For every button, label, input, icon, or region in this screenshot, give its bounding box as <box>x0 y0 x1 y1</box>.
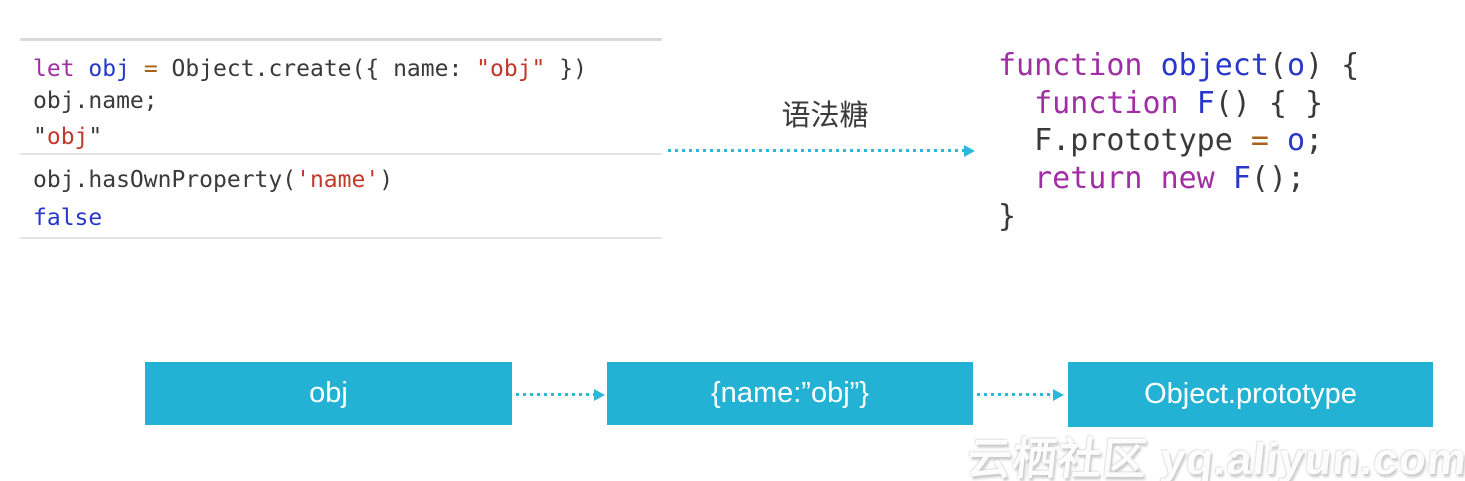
dotted-line <box>516 393 594 396</box>
console-line-obj-name: obj.name; <box>33 89 158 113</box>
code-token: (); <box>1250 161 1306 196</box>
code-token: = <box>143 56 158 82</box>
rightcode-line-3: F.prototype = o; <box>998 125 1323 157</box>
rightcode-line-4: return new F(); <box>998 163 1305 195</box>
node-object-prototype: Object.prototype <box>1068 362 1433 427</box>
chain-arrow-1 <box>516 388 605 401</box>
node-obj: obj <box>145 362 512 425</box>
code-token: "obj" <box>476 56 546 82</box>
code-token <box>1143 48 1161 83</box>
code-token: ) <box>379 167 394 193</box>
node-label: Object.prototype <box>1144 378 1357 410</box>
console-line-input-create: let obj = Object.create({ name: "obj" }) <box>33 57 587 81</box>
code-token: object <box>1160 48 1269 83</box>
code-token: false <box>33 205 103 231</box>
console-line-hasownproperty: obj.hasOwnProperty('name') <box>33 168 393 192</box>
code-token: new <box>1160 161 1215 196</box>
console-line-result-false: false <box>33 206 102 230</box>
code-token <box>1179 86 1197 121</box>
code-token: = <box>1250 123 1269 158</box>
code-token: o <box>1287 48 1306 83</box>
dotted-line <box>977 393 1053 396</box>
code-token: ; <box>1305 123 1324 158</box>
code-token: }) <box>545 56 587 82</box>
code-token: obj <box>46 124 89 150</box>
code-token: ) { <box>1305 48 1360 83</box>
code-token: " <box>33 124 47 150</box>
code-token <box>998 161 1034 196</box>
code-token: let <box>33 56 75 82</box>
console-bottom-divider <box>20 237 662 239</box>
code-token: " <box>88 124 103 150</box>
code-token: function <box>998 48 1143 83</box>
code-token: ( <box>1268 48 1287 83</box>
code-token: obj <box>88 56 130 82</box>
code-token: return <box>1034 161 1143 196</box>
console-mid-divider <box>20 153 662 155</box>
code-token <box>75 56 89 82</box>
code-token: F.prototype <box>998 123 1251 158</box>
code-token: } <box>998 199 1017 234</box>
code-token: F <box>1232 161 1251 196</box>
code-token <box>1269 123 1287 158</box>
code-token: obj.name; <box>33 88 158 114</box>
console-top-divider <box>20 38 662 41</box>
rightcode-line-2: function F() { } <box>998 88 1323 120</box>
arrowhead-icon <box>1053 388 1064 401</box>
code-token: obj.hasOwnProperty( <box>33 167 297 193</box>
code-token <box>1143 161 1161 196</box>
node-name-obj-literal: {name:”obj”} <box>607 362 973 425</box>
rightcode-line-1: function object(o) { <box>998 50 1359 82</box>
dotted-line <box>668 149 964 152</box>
console-line-result-obj: "obj" <box>33 125 102 149</box>
code-token: Object.create({ name: <box>157 56 477 82</box>
code-token <box>998 86 1034 121</box>
node-label: {name:”obj”} <box>711 377 869 409</box>
rightcode-line-5: } <box>998 201 1016 233</box>
arrowhead-icon <box>964 144 975 157</box>
node-label: obj <box>309 377 348 409</box>
code-token: function <box>1034 86 1179 121</box>
code-token: () { } <box>1214 86 1324 121</box>
code-token: F <box>1196 86 1215 121</box>
arrowhead-icon <box>594 388 605 401</box>
chain-arrow-2 <box>977 388 1064 401</box>
code-token: o <box>1287 123 1306 158</box>
sugar-label: 语法糖 <box>781 100 869 132</box>
watermark: 云栖社区 yq.aliyun.com <box>964 435 1465 481</box>
code-token <box>1215 161 1233 196</box>
sugar-arrow <box>668 144 975 157</box>
code-token <box>130 56 144 82</box>
code-token: 'name' <box>296 167 380 193</box>
